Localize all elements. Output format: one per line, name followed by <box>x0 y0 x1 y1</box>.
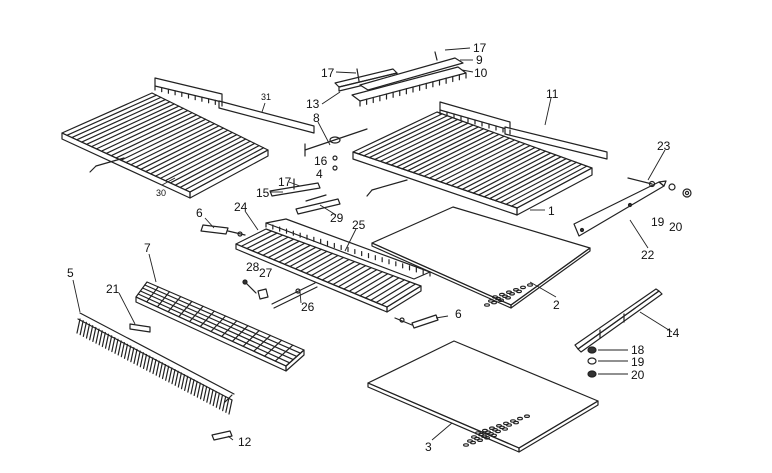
callout-10: 10 <box>474 66 488 80</box>
screw-28 <box>242 279 257 294</box>
callout-29: 29 <box>330 211 344 225</box>
callout-1: 1 <box>548 204 555 218</box>
callout-24: 24 <box>234 200 248 214</box>
callout-31: 31 <box>261 92 271 102</box>
callout-19a: 19 <box>651 215 665 229</box>
callout-12: 12 <box>238 435 252 449</box>
callout-8: 8 <box>313 111 320 125</box>
callout-9: 9 <box>476 53 483 67</box>
callout-3: 3 <box>425 440 432 454</box>
callout-28: 28 <box>246 260 260 274</box>
callout-4: 4 <box>316 167 323 181</box>
callout-labels: 17 9 10 17 13 8 31 11 16 4 23 30 17 15 1… <box>67 41 683 454</box>
callout-20b: 20 <box>631 368 645 382</box>
upper-sieve-right <box>352 111 593 216</box>
callout-7: 7 <box>144 241 151 255</box>
side-strip-14 <box>574 288 663 378</box>
channel-9-10 <box>351 51 467 107</box>
lower-sieve-24 <box>235 218 431 313</box>
callout-17c: 17 <box>278 175 292 189</box>
callout-23: 23 <box>657 139 671 153</box>
callout-6b: 6 <box>455 307 462 321</box>
grid-sieve-7 <box>135 281 305 372</box>
callout-26: 26 <box>301 300 315 314</box>
sieve-extension-left <box>154 77 315 134</box>
callout-18: 18 <box>631 343 645 357</box>
callout-13: 13 <box>306 97 320 111</box>
callout-11: 11 <box>546 87 559 101</box>
callout-15: 15 <box>256 186 270 200</box>
side-strip-22 <box>573 177 692 237</box>
callout-19b: 19 <box>631 355 645 369</box>
callout-27: 27 <box>259 266 273 280</box>
callout-17b: 17 <box>321 66 335 80</box>
pan-2 <box>371 206 591 309</box>
sieve-extension-right <box>439 101 608 160</box>
upper-sieve-left <box>61 92 269 199</box>
callout-5: 5 <box>67 266 74 280</box>
rod-8 <box>304 128 368 171</box>
callout-6a: 6 <box>196 206 203 220</box>
bracket-15-29 <box>269 178 341 215</box>
callout-2: 2 <box>553 298 560 312</box>
callout-14: 14 <box>666 326 680 340</box>
callout-16: 16 <box>314 154 328 168</box>
rod-26 <box>271 282 318 309</box>
callout-25: 25 <box>352 218 366 232</box>
leader-lines <box>72 47 673 441</box>
comb-5 <box>76 312 235 441</box>
callout-30: 30 <box>156 188 166 198</box>
callout-20a: 20 <box>669 220 683 234</box>
callout-17a: 17 <box>473 41 487 55</box>
callout-22: 22 <box>641 248 655 262</box>
bolt-6-right <box>394 314 439 329</box>
pan-3 <box>367 340 599 453</box>
callout-21: 21 <box>106 282 120 296</box>
bolt-6-left <box>200 224 246 237</box>
clip-27 <box>257 288 269 300</box>
